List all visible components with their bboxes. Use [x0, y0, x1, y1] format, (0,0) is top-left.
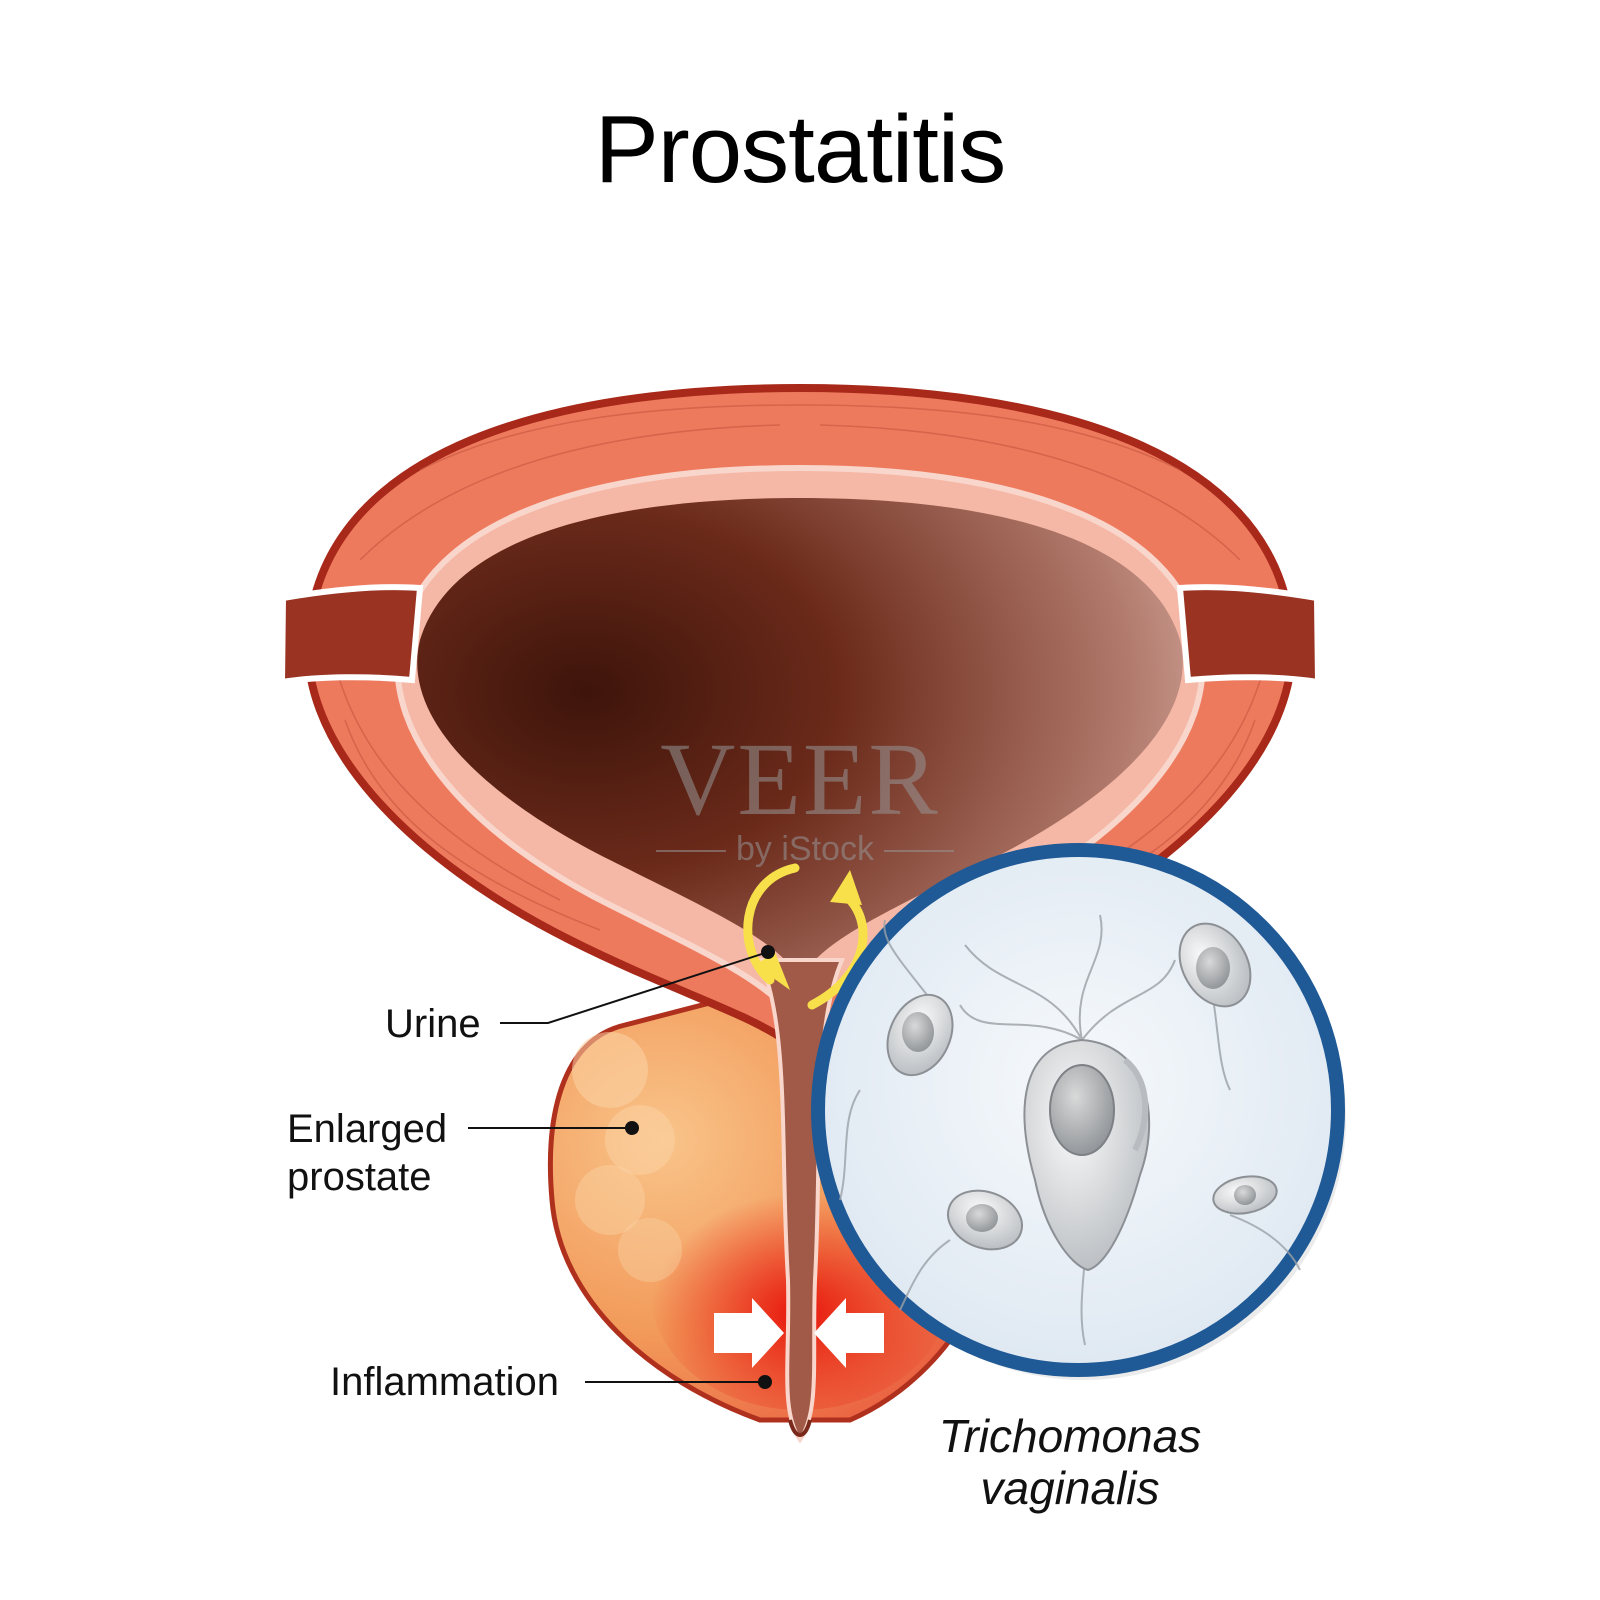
compression-arrows — [714, 1298, 884, 1368]
watermark-main: VEER — [660, 722, 940, 837]
leader-lines — [468, 945, 775, 1389]
bladder-lumen — [417, 498, 1183, 1050]
diagram-title: Prostatitis — [594, 96, 1006, 203]
label-organism: Trichomonas vaginalis — [910, 1410, 1230, 1514]
label-enlarged-prostate: Enlarged prostate — [287, 1105, 447, 1201]
trichomonas-cell-3 — [947, 1189, 1023, 1251]
label-urine: Urine — [385, 1002, 481, 1046]
trichomonas-cell-2 — [1178, 922, 1252, 1008]
compression-arrow-right — [814, 1298, 884, 1368]
trichomonas-cell-4 — [1212, 1175, 1278, 1215]
watermark-sub-text: by iStock — [736, 830, 874, 868]
magnifier — [811, 843, 1346, 1380]
label-enlarged-line2: prostate — [287, 1155, 432, 1199]
compression-arrow-left — [714, 1298, 784, 1368]
watermark-sub: by iStock — [640, 830, 970, 869]
trichomonas-cell-1 — [886, 993, 954, 1077]
label-organism-line2: vaginalis — [980, 1462, 1160, 1514]
urine-flow-arrows — [743, 863, 868, 1010]
leader-urine — [500, 951, 769, 1024]
label-inflammation: Inflammation — [330, 1360, 559, 1404]
label-enlarged-line1: Enlarged — [287, 1107, 448, 1151]
trichomonas-main-cell — [1023, 1038, 1151, 1272]
label-organism-line1: Trichomonas — [938, 1410, 1202, 1462]
